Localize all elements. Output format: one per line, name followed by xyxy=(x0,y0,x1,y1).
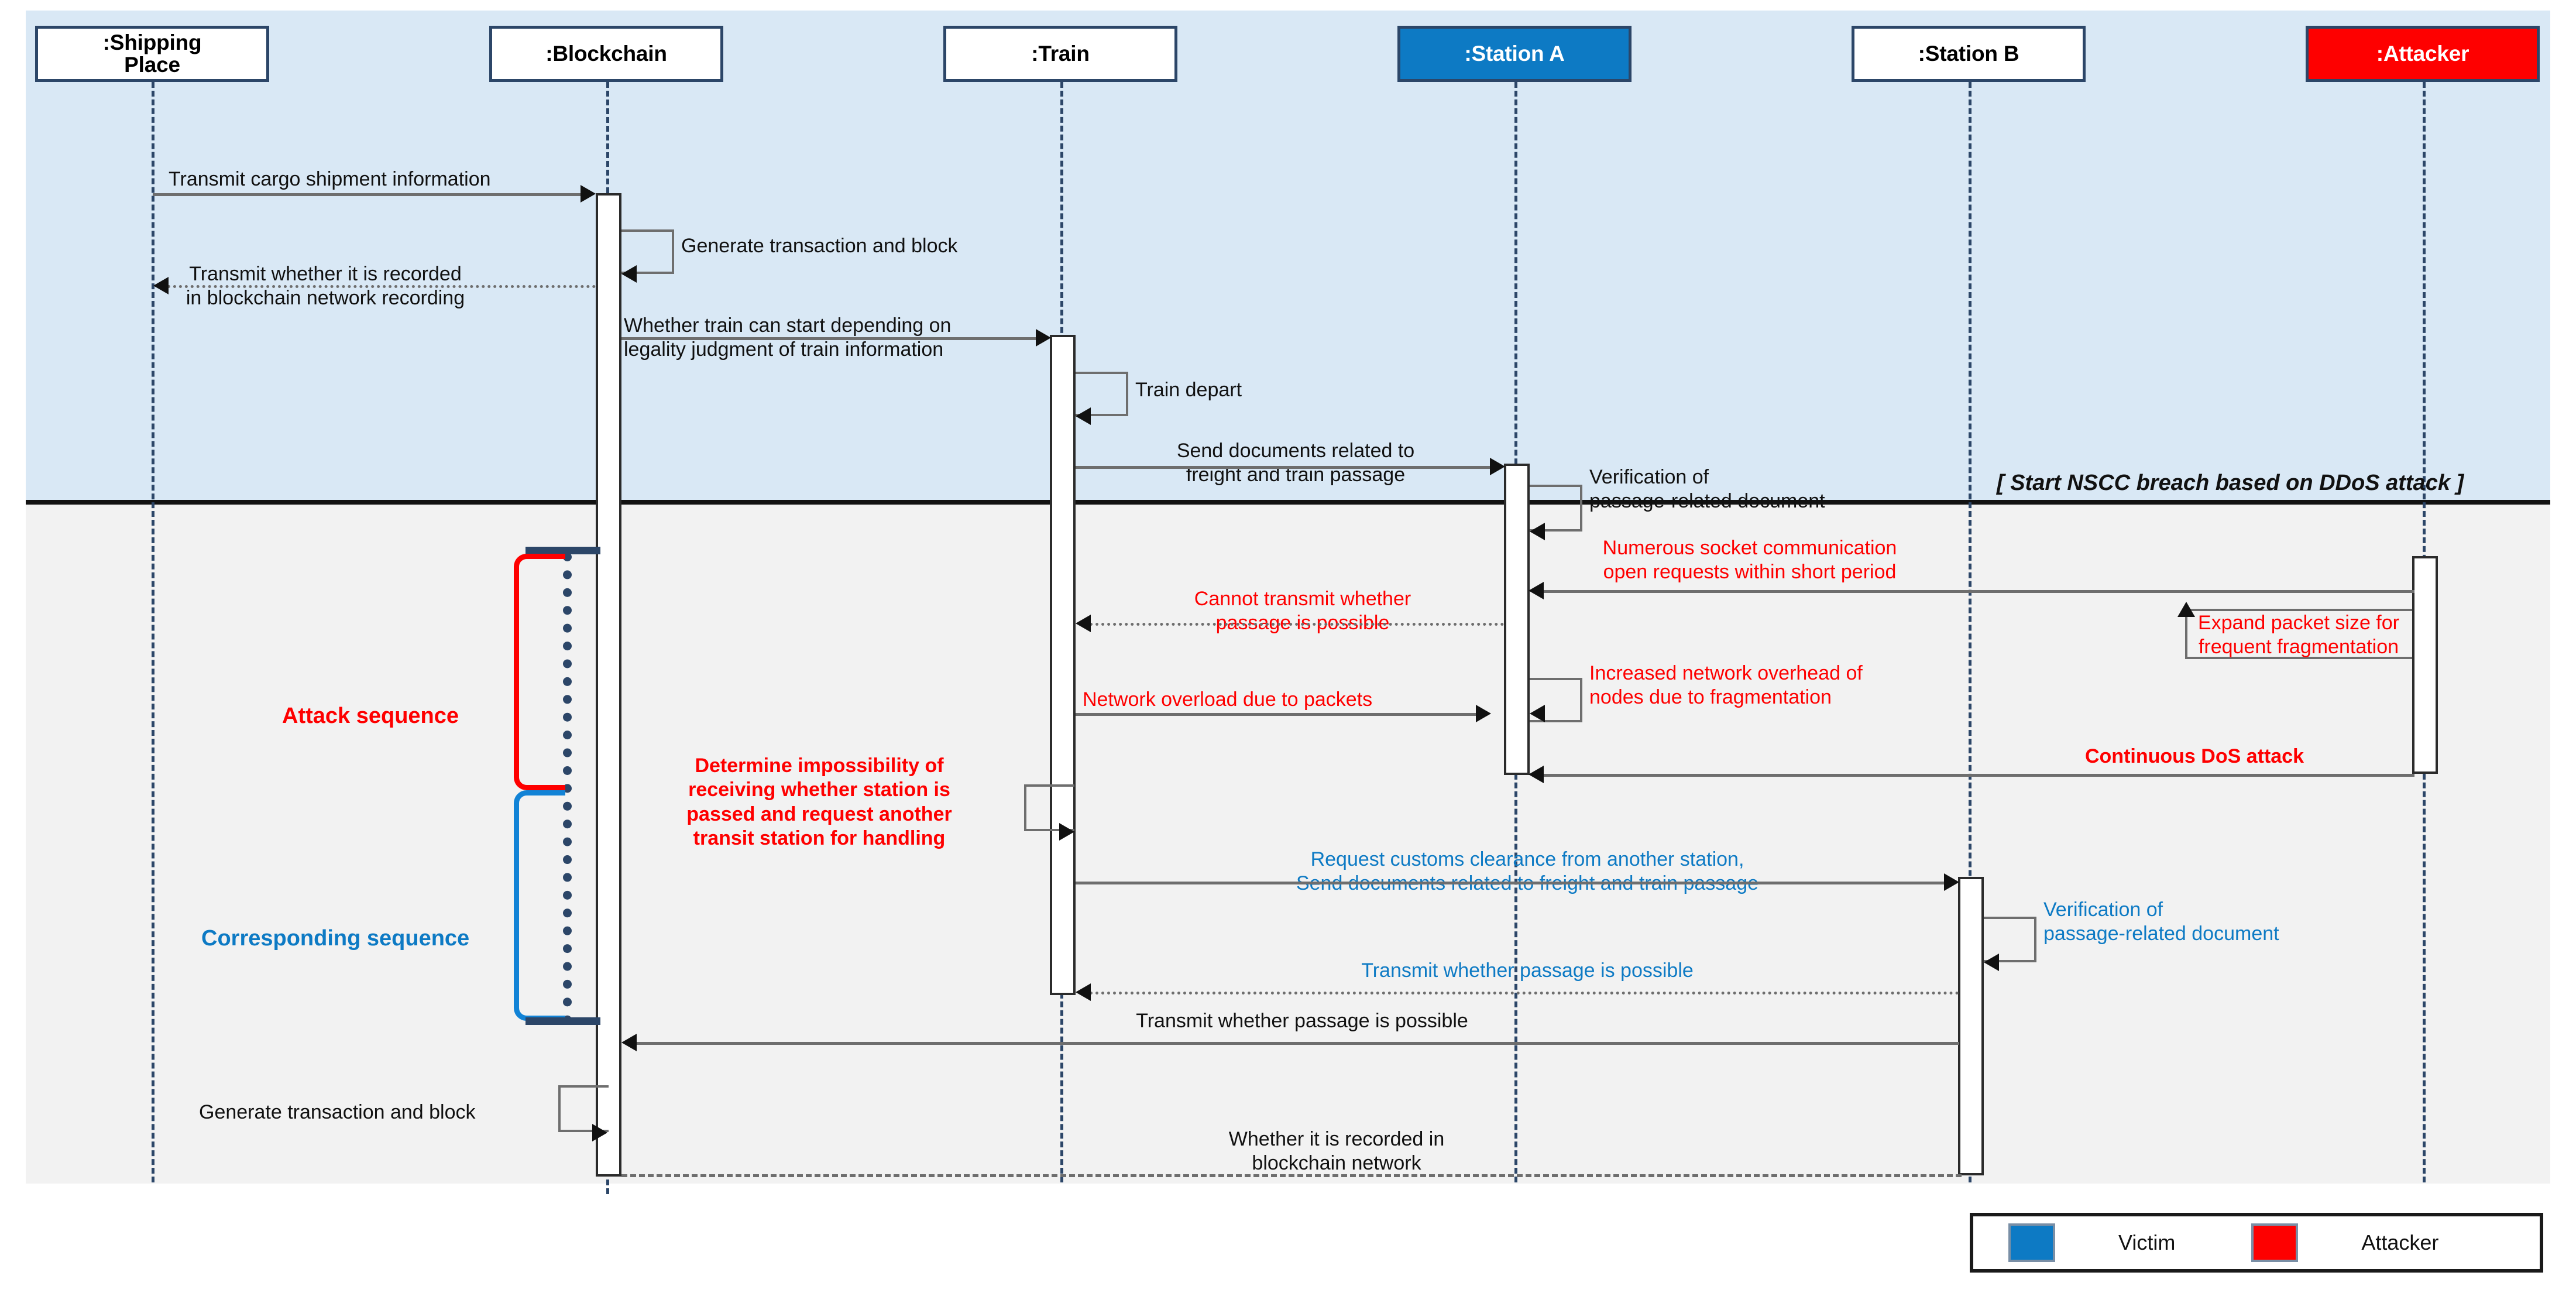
lifeline-shipping xyxy=(152,82,154,1182)
message-arrow-m18 xyxy=(636,1042,1959,1045)
message-label-m14: Determine impossibility of receiving whe… xyxy=(686,755,952,850)
message-arrow-m3 xyxy=(167,285,596,288)
message-label-m3: Transmit whether it is recorded in block… xyxy=(186,263,465,310)
legend-item-attacker: Attacker xyxy=(2251,1223,2438,1262)
self-loop-m19 xyxy=(558,1085,609,1132)
legend-swatch-attacker xyxy=(2251,1223,2299,1262)
arrowhead-m3 xyxy=(153,277,169,294)
message-label-m1: Transmit cargo shipment information xyxy=(169,168,491,190)
actor-label: :Station A xyxy=(1464,42,1565,66)
self-loop-m5 xyxy=(1076,372,1128,416)
actor-label: :Station B xyxy=(1918,42,2019,66)
arrowhead-m9 xyxy=(1076,615,1091,632)
legend-swatch-victim xyxy=(2008,1223,2055,1262)
fragment-label: [ Start NSCC breach based on DDoS attack… xyxy=(1997,471,2464,495)
attack-sequence-bracket xyxy=(514,554,565,790)
message-arrow-m17 xyxy=(1090,992,1959,995)
attack-sequence-label: Attack sequence xyxy=(282,704,459,728)
message-label-m17: Transmit whether passage is possible xyxy=(1361,959,1694,982)
arrowhead-m11 xyxy=(1476,705,1491,722)
legend: Victim Attacker xyxy=(1970,1213,2543,1273)
arrowhead-m17 xyxy=(1076,983,1091,1001)
arrowhead-m16 xyxy=(1984,954,1999,971)
actor-shipping-place[interactable]: :Shipping Place xyxy=(35,26,269,82)
actor-station-b[interactable]: :Station B xyxy=(1852,26,2086,82)
arrowhead-m19 xyxy=(592,1124,607,1141)
message-label-m9: Cannot transmit whether passage is possi… xyxy=(1194,588,1411,635)
message-label-m20: Whether it is recorded in blockchain net… xyxy=(1228,1128,1445,1175)
message-label-m10: Expand packet size for frequent fragment… xyxy=(2198,612,2399,659)
message-label-m18: Transmit whether passage is possible xyxy=(1136,1010,1468,1032)
arrowhead-m6 xyxy=(1490,458,1505,475)
message-label-m15: Request customs clearance from another s… xyxy=(1296,848,1759,895)
arrowhead-m10 xyxy=(2177,602,2195,617)
message-label-m4: Whether train can start depending on leg… xyxy=(624,314,952,361)
message-label-m16: Verification of passage-related document xyxy=(2043,899,2279,945)
self-loop-m2 xyxy=(621,229,674,274)
actor-label: :Blockchain xyxy=(545,42,667,66)
message-arrow-m8 xyxy=(1543,590,2414,593)
message-label-m11: Network overload due to packets xyxy=(1083,688,1373,711)
arrowhead-m15 xyxy=(1944,873,1959,891)
arrowhead-m2 xyxy=(621,265,637,283)
activation-attacker-1 xyxy=(2412,556,2438,774)
actor-blockchain[interactable]: :Blockchain xyxy=(489,26,723,82)
message-arrow-m1 xyxy=(153,193,583,196)
message-label-m7: Verification of passage-related document xyxy=(1589,466,1825,513)
self-loop-m7 xyxy=(1530,485,1582,532)
message-label-m6: Send documents related to freight and tr… xyxy=(1176,440,1415,486)
message-arrow-m6 xyxy=(1076,466,1492,469)
actor-station-a[interactable]: :Station A xyxy=(1397,26,1632,82)
legend-label-victim: Victim xyxy=(2118,1230,2176,1254)
message-arrow-m11 xyxy=(1076,713,1478,716)
actor-train[interactable]: :Train xyxy=(943,26,1177,82)
message-arrow-m4 xyxy=(621,337,1038,340)
activation-stationA-1 xyxy=(1504,464,1530,775)
self-loop-m14 xyxy=(1024,784,1074,831)
self-loop-m12 xyxy=(1530,678,1582,722)
arrowhead-m1 xyxy=(581,185,596,203)
activation-stationB-1 xyxy=(1958,877,1984,1175)
activation-train-1 xyxy=(1050,335,1076,995)
normal-phase-band xyxy=(26,11,2550,501)
message-arrow-m9 xyxy=(1090,623,1504,626)
legend-item-victim: Victim xyxy=(2008,1223,2175,1262)
arrowhead-m8 xyxy=(1529,582,1544,599)
arrowhead-m12 xyxy=(1530,705,1545,722)
message-arrow-m15 xyxy=(1076,882,1946,884)
activation-blockchain xyxy=(596,193,621,1177)
arrowhead-m14 xyxy=(1059,823,1074,841)
message-label-m12: Increased network overhead of nodes due … xyxy=(1589,662,1863,709)
legend-label-attacker: Attacker xyxy=(2361,1230,2439,1254)
message-arrow-m20 xyxy=(621,1174,1962,1177)
message-label-m2: Generate transaction and block xyxy=(681,235,958,257)
message-label-m8: Numerous socket communication open reque… xyxy=(1602,537,1897,584)
message-label-m19: Generate transaction and block xyxy=(199,1101,476,1123)
arrowhead-m13 xyxy=(1529,766,1544,783)
actor-attacker[interactable]: :Attacker xyxy=(2306,26,2540,82)
actor-label: :Train xyxy=(1031,42,1090,66)
actor-label: :Shipping Place xyxy=(102,30,202,77)
message-arrow-m13 xyxy=(1543,774,2414,777)
bracket-cap-top xyxy=(525,547,600,554)
phase-divider xyxy=(26,500,2550,505)
corresponding-sequence-bracket xyxy=(514,790,565,1021)
arrowhead-m18 xyxy=(621,1034,637,1051)
arrowhead-m5 xyxy=(1076,407,1091,425)
message-label-m13: Continuous DoS attack xyxy=(2084,745,2304,767)
self-loop-m16 xyxy=(1984,917,2036,962)
bracket-cap-bottom xyxy=(525,1017,600,1025)
arrowhead-m7 xyxy=(1530,523,1545,540)
arrowhead-m4 xyxy=(1036,329,1051,347)
attack-phase-band xyxy=(26,505,2550,1184)
actor-label: :Attacker xyxy=(2376,42,2469,66)
lifeline-stationB xyxy=(1969,82,1972,1182)
message-label-m5: Train depart xyxy=(1135,379,1242,401)
self-loop-m10 xyxy=(2185,609,2412,659)
bracket-dot-line xyxy=(563,553,572,1024)
corresponding-sequence-label: Corresponding sequence xyxy=(201,926,470,951)
